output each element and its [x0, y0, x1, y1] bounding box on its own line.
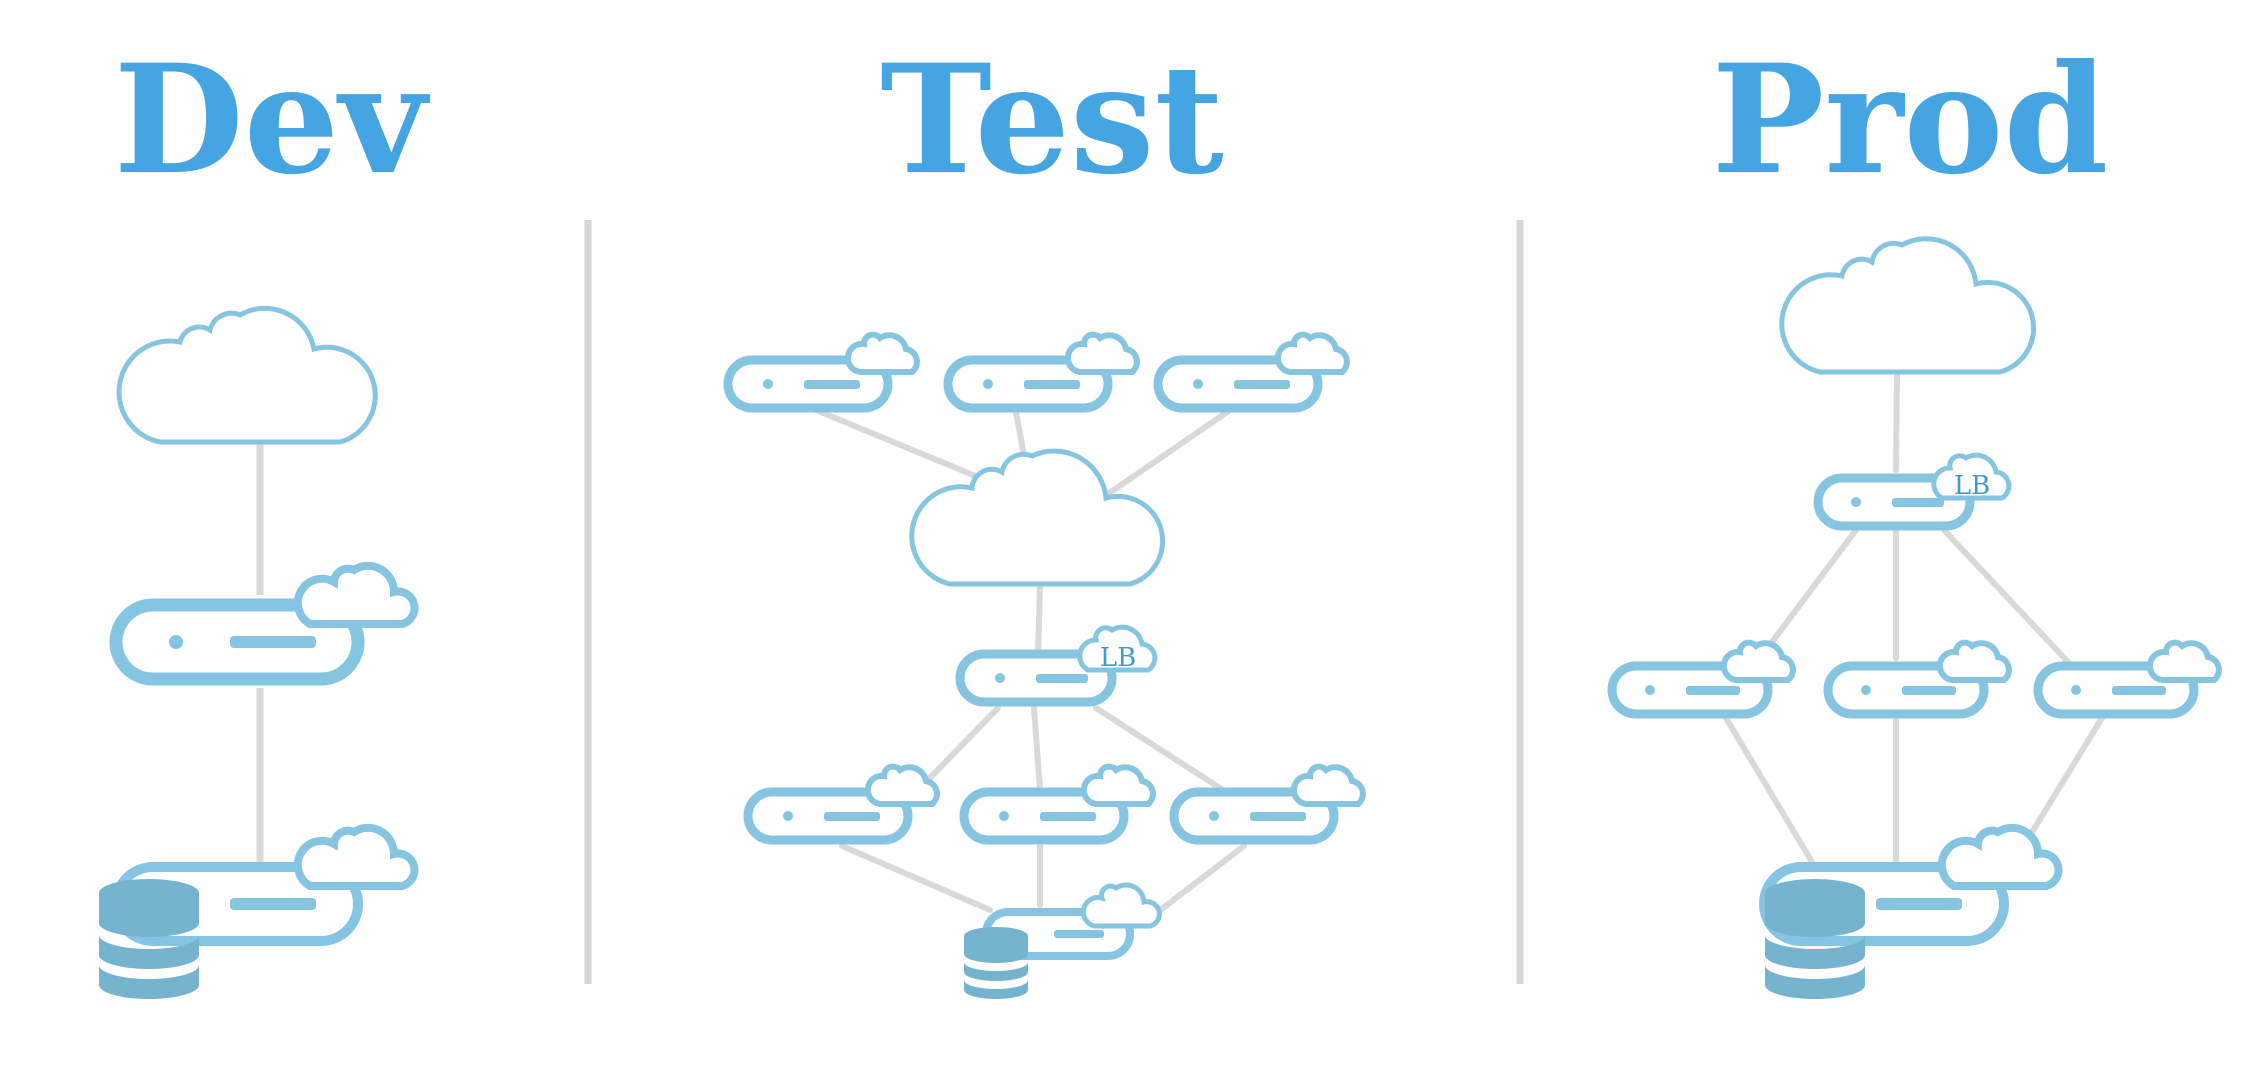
connector — [813, 407, 981, 480]
connector — [839, 843, 993, 913]
connector — [2023, 715, 2105, 845]
database-server-icon — [111, 823, 419, 946]
database-icon — [964, 927, 1028, 999]
database-server-icon — [982, 882, 1162, 960]
server-icon — [1169, 767, 1363, 845]
connector — [1893, 369, 1900, 473]
connector — [921, 705, 1001, 787]
server-icon — [959, 767, 1153, 845]
load-balancer-icon: LB — [955, 624, 1158, 707]
cloud-icon — [1779, 236, 2037, 375]
server-icon — [723, 335, 917, 413]
connector — [1941, 527, 2071, 665]
title-test: Test — [880, 32, 1224, 208]
cloud-icon — [909, 448, 1166, 587]
connector — [1105, 407, 1233, 497]
connector — [1147, 843, 1247, 921]
server-icon — [1823, 643, 2009, 719]
load-balancer-icon: LB — [1813, 452, 2012, 531]
server-icon — [1607, 643, 1793, 719]
connector — [1031, 705, 1043, 793]
server-icon — [1153, 335, 1347, 413]
dev-column — [99, 305, 419, 999]
lb-label: LB — [1100, 643, 1136, 673]
server-icon — [109, 561, 419, 686]
prod-column: LB — [1607, 236, 2219, 999]
server-icon — [743, 767, 937, 845]
database-icon — [1765, 879, 1865, 999]
title-dev: Dev — [114, 32, 431, 208]
connector — [1769, 527, 1859, 645]
connector — [1013, 409, 1027, 459]
connector — [1035, 583, 1043, 659]
connector — [1723, 715, 1815, 865]
connector — [1093, 705, 1229, 795]
title-prod: Prod — [1712, 32, 2109, 208]
test-column: LB — [723, 335, 1363, 999]
server-icon — [943, 335, 1137, 413]
database-icon — [99, 879, 199, 999]
lb-label: LB — [1954, 471, 1990, 501]
cloud-icon — [116, 305, 378, 445]
server-icon — [2033, 643, 2219, 719]
